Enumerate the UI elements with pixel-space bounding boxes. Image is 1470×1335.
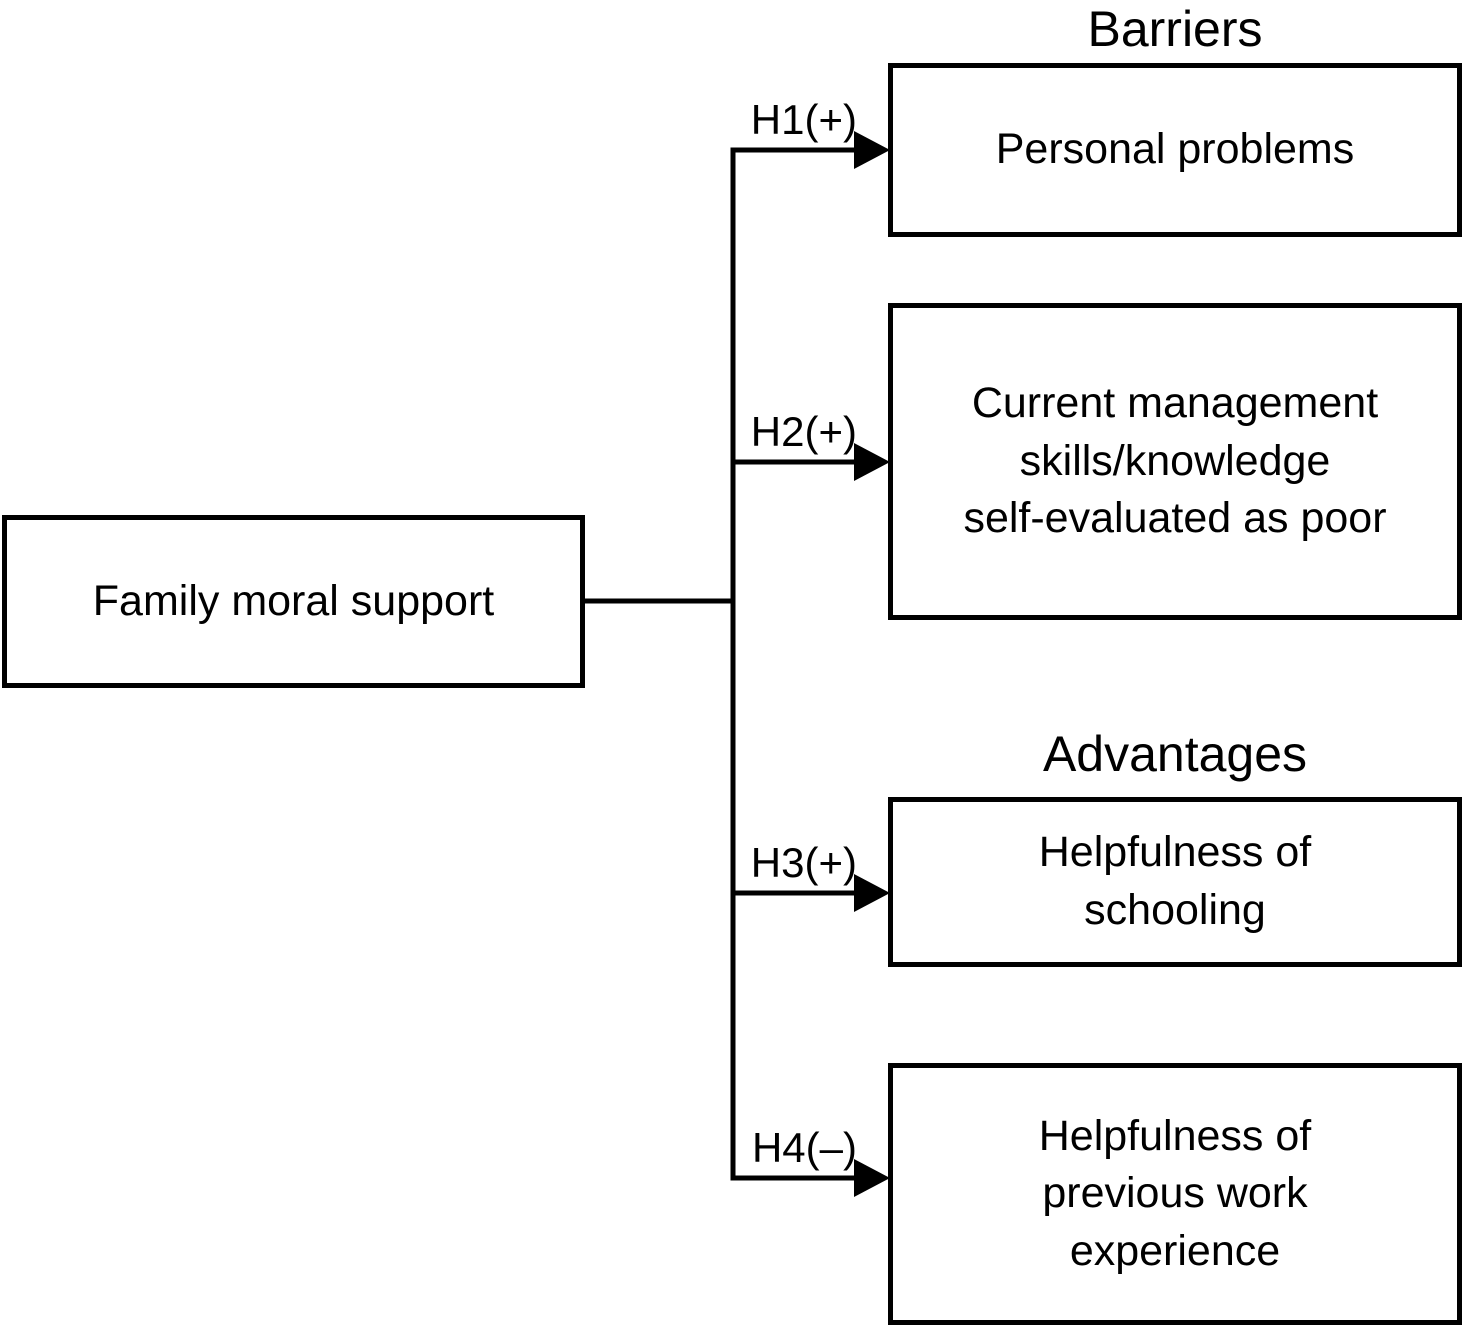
source-box-family-moral-support: Family moral support (2, 515, 585, 688)
target-box-helpfulness-of-previous-work-experience: Helpfulness of previous work experience (888, 1063, 1462, 1325)
target-box-personal-problems: Personal problems (888, 63, 1462, 237)
target-box-helpfulness-of-schooling: Helpfulness of schooling (888, 797, 1462, 967)
hypothesis-label-h1: H1(+) (750, 96, 857, 143)
group-heading-advantages: Advantages (1042, 726, 1308, 782)
group-heading-barriers: Barriers (1087, 1, 1263, 57)
h4-arrowhead-icon (854, 1159, 890, 1197)
hypothesis-label-h2: H2(+) (750, 408, 857, 455)
hypothesis-label-h3: H3(+) (750, 839, 857, 886)
h1-arrowhead-icon (854, 131, 890, 169)
h2-arrowhead-icon (854, 443, 890, 481)
h3-arrowhead-icon (854, 874, 890, 912)
hypothesis-label-h4: H4(–) (751, 1124, 857, 1171)
target-box-current-management-skills: Current management skills/knowledge self… (888, 303, 1462, 620)
